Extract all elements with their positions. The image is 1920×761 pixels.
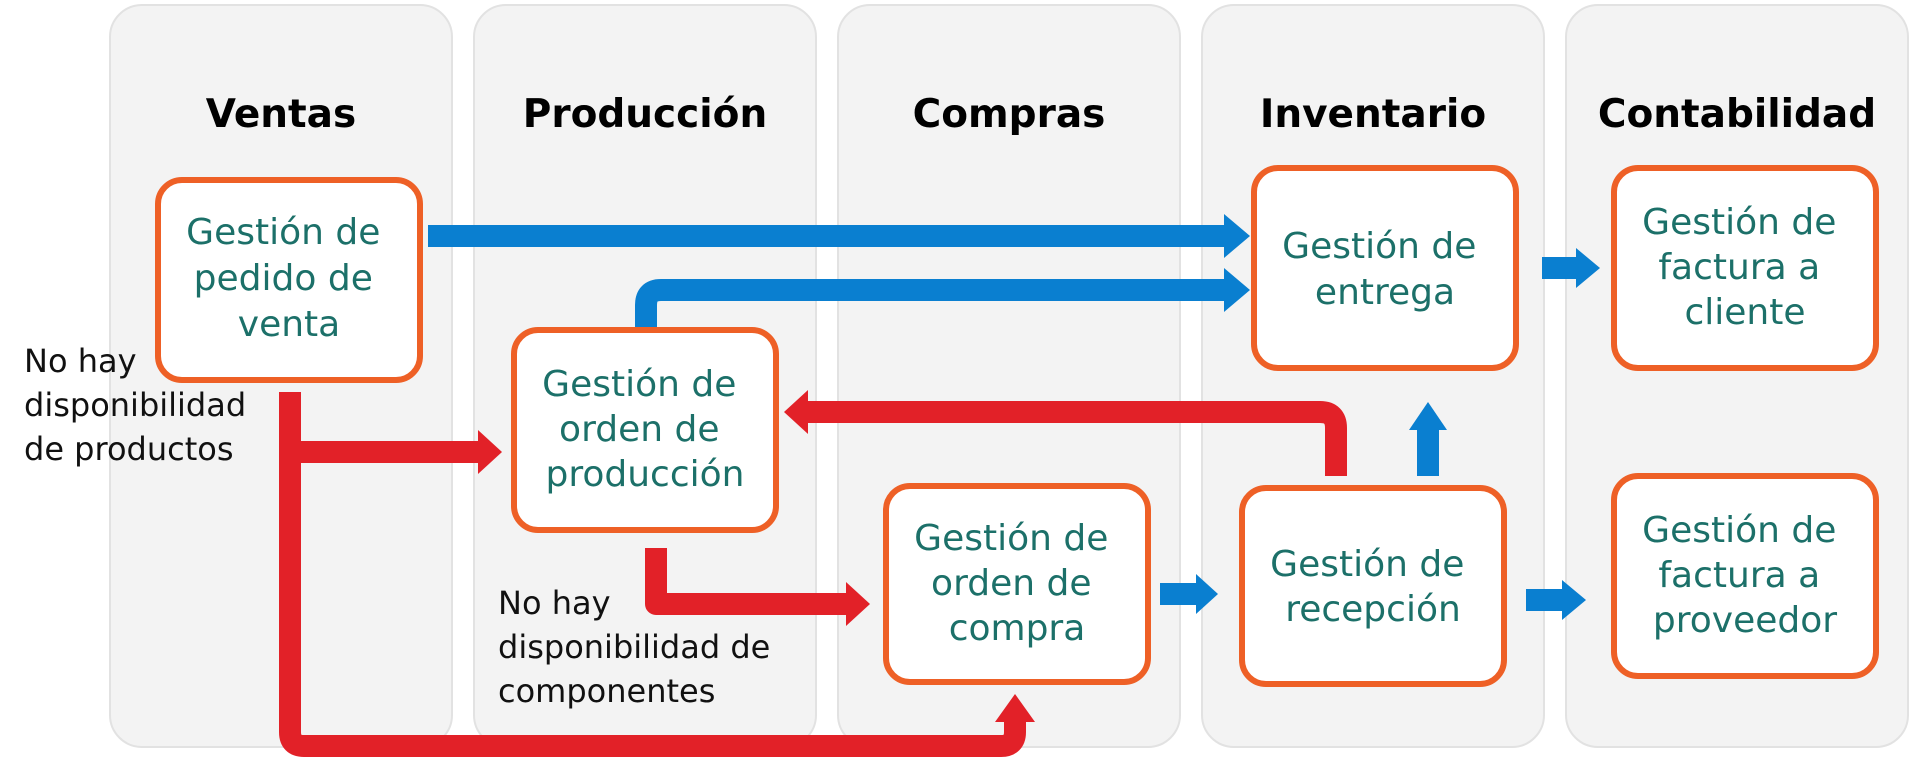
arrow-production-to-delivery	[635, 268, 1250, 330]
note-no-components-line-2: disponibilidad de	[498, 628, 770, 666]
note-no-products-line-1: No hay	[24, 342, 137, 380]
box-production-order-line-3: producción	[546, 454, 745, 495]
box-vendor-invoice-line-1: Gestión de	[1642, 510, 1836, 551]
box-sales-order: Gestión de pedido de venta	[155, 177, 423, 383]
note-no-components: No hay disponibilidad de componentes	[498, 584, 781, 710]
svg-text:Gestión de orden de: Gestión de orden de compra	[914, 518, 1120, 649]
box-production-order: Gestión de orden de producción	[511, 327, 779, 533]
box-vendor-invoice: Gestión de factura a proveedor	[1611, 473, 1879, 679]
box-receipt-line-2: recepción	[1285, 589, 1461, 630]
arrow-receipt-to-production	[784, 390, 1347, 476]
box-production-order-line-1: Gestión de	[542, 364, 736, 405]
arrow-sales-to-purchase	[279, 452, 1035, 757]
lane-title-compras: Compras	[913, 92, 1106, 137]
note-no-components-line-1: No hay	[498, 584, 611, 622]
arrow-delivery-to-customer-invoice	[1542, 248, 1600, 288]
box-delivery: Gestión de entrega	[1251, 165, 1519, 371]
box-sales-order-line-2: pedido de	[194, 258, 373, 299]
box-sales-order-line-3: venta	[238, 304, 340, 345]
box-purchase-order: Gestión de orden de compra	[883, 483, 1151, 685]
box-vendor-invoice-line-3: proveedor	[1653, 600, 1837, 641]
note-no-components-line-3: componentes	[498, 672, 715, 710]
arrow-receipt-to-vendor-invoice	[1526, 580, 1586, 620]
lane-title-ventas: Ventas	[206, 92, 356, 137]
arrow-production-to-purchase	[645, 548, 870, 626]
arrow-receipt-up-to-delivery	[1409, 402, 1447, 476]
box-customer-invoice-line-2: factura a	[1658, 247, 1820, 288]
box-receipt: Gestión de recepción	[1239, 485, 1507, 687]
note-no-products-line-3: de productos	[24, 430, 234, 468]
box-delivery-line-1: Gestión de	[1282, 226, 1476, 267]
box-sales-order-line-1: Gestión de	[186, 212, 380, 253]
note-no-products: No hay disponibilidad de productos	[24, 342, 256, 468]
lane-title-produccion: Producción	[523, 92, 767, 137]
arrow-purchase-to-receipt	[1160, 574, 1218, 614]
box-vendor-invoice-line-2: factura a	[1658, 555, 1820, 596]
box-customer-invoice-line-3: cliente	[1684, 292, 1805, 333]
note-no-products-line-2: disponibilidad	[24, 386, 246, 424]
box-purchase-order-line-1: Gestión de	[914, 518, 1108, 559]
svg-text:Gestión de factura a: Gestión de factura a proveedor	[1642, 510, 1848, 641]
box-customer-invoice-line-1: Gestión de	[1642, 202, 1836, 243]
box-delivery-line-2: entrega	[1315, 272, 1455, 313]
box-purchase-order-line-3: compra	[949, 608, 1086, 649]
box-purchase-order-line-2: orden de	[931, 563, 1091, 604]
svg-text:Gestión de recepción: Gestión de recepción	[1270, 544, 1476, 630]
box-customer-invoice: Gestión de factura a cliente	[1611, 165, 1879, 371]
box-production-order-line-2: orden de	[559, 409, 719, 450]
svg-text:Gestión de factura a: Gestión de factura a cliente	[1642, 202, 1848, 333]
svg-text:Gestión de pedido de: Gestión de pedido de venta	[186, 212, 392, 345]
svg-text:Gestión de entrega: Gestión de entrega	[1282, 226, 1488, 313]
svg-text:Gestión de orden de: Gestión de orden de producción	[542, 364, 748, 495]
lane-title-inventario: Inventario	[1260, 92, 1486, 137]
lane-title-contabilidad: Contabilidad	[1598, 92, 1876, 137]
box-receipt-line-1: Gestión de	[1270, 544, 1464, 585]
arrow-sales-to-delivery	[428, 214, 1250, 258]
